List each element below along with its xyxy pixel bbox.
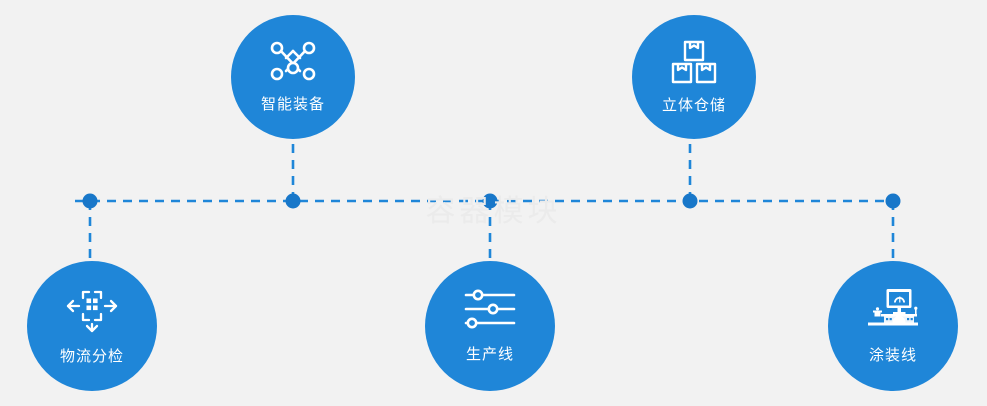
stacked-boxes-icon <box>670 40 718 84</box>
node-label-warehouse: 立体仓储 <box>661 95 726 114</box>
node-smart-equipment[interactable]: 智能装备 <box>231 15 355 139</box>
sliders-icon <box>464 289 516 331</box>
node-label-smart-equipment: 智能装备 <box>260 94 325 113</box>
network-nodes-icon <box>270 41 316 83</box>
node-label-logistics-sorting: 物流分检 <box>59 346 124 365</box>
junction-dot-painting[interactable] <box>885 193 901 209</box>
node-logistics-sorting[interactable]: 物流分检 <box>27 261 157 391</box>
node-painting-line[interactable]: 涂装线 <box>828 261 958 391</box>
junction-dot-smart-equipment[interactable] <box>285 193 301 209</box>
junction-dot-production[interactable] <box>482 193 498 209</box>
junction-dot-warehouse[interactable] <box>682 193 698 209</box>
node-warehouse[interactable]: 立体仓储 <box>632 15 756 139</box>
node-label-painting-line: 涂装线 <box>868 345 917 364</box>
watermark-text: 容器模块 <box>425 194 562 229</box>
node-label-production-line: 生产线 <box>465 344 514 363</box>
node-production-line[interactable]: 生产线 <box>425 261 555 391</box>
junction-dot-logistics[interactable] <box>82 193 98 209</box>
sorting-arrows-icon <box>66 287 118 333</box>
factory-machine-icon <box>864 288 922 332</box>
